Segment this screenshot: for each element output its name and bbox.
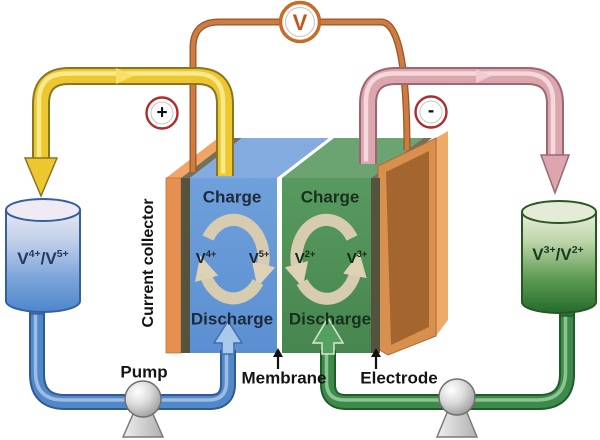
left-tank-p2: /V — [40, 248, 57, 268]
membrane-label: Membrane — [241, 368, 327, 388]
left-tank-label: V4+/V5+ — [17, 249, 68, 267]
cycle-arrows — [195, 213, 367, 305]
species-v2-base: V — [294, 250, 305, 267]
positive-terminal-label: + — [156, 102, 168, 124]
species-v3-label: V3+ — [346, 249, 368, 267]
right-pump-icon — [435, 378, 479, 438]
species-v5-sup: 5+ — [258, 249, 270, 259]
species-v3-sup: 3+ — [356, 249, 368, 259]
cell-box — [165, 131, 448, 356]
anolyte-inlet-arrow-icon — [311, 316, 345, 355]
circuit-wire — [189, 18, 411, 172]
species-v5-base: V — [248, 250, 259, 267]
yellow-pipe-arrowhead-icon — [23, 157, 59, 198]
pink-flow-chevron-icon — [476, 69, 491, 83]
pink-pipe — [359, 67, 571, 196]
membrane-pointer-icon — [273, 348, 283, 357]
species-v5-label: V5+ — [248, 249, 270, 267]
graphite-slab-face — [386, 151, 429, 345]
charge-arrow-left-icon — [202, 213, 276, 288]
green-halfcell-top-face — [282, 138, 423, 178]
label-pointers — [276, 356, 378, 369]
right-tank-s1: 3+ — [543, 244, 556, 257]
yellow-flow-chevron-icon — [116, 68, 133, 84]
right-tank-label: V3+/V2+ — [532, 245, 583, 263]
charge-label-left: Charge — [202, 187, 262, 207]
discharge-label-left: Discharge — [190, 309, 274, 329]
charge-label-right: Charge — [300, 187, 360, 207]
membrane-gap — [277, 178, 282, 353]
left-tank-s1: 4+ — [28, 248, 41, 261]
species-v4-label: V4+ — [195, 249, 217, 267]
negative-terminal-label: - — [427, 100, 435, 122]
electrode-strip-left — [181, 178, 190, 353]
electrode-pointer-icon — [371, 348, 381, 357]
charge-arrow-right-icon — [284, 213, 358, 288]
pink-pipe-arrowhead-icon — [539, 154, 571, 196]
yellow-pipe — [23, 67, 234, 198]
species-v2-sup: 2+ — [304, 249, 316, 259]
species-v4-base: V — [195, 250, 206, 267]
electrode-strip-right — [371, 178, 380, 353]
left-tank — [5, 198, 81, 315]
species-v4-sup: 4+ — [205, 249, 217, 259]
current-collector-label: Current collector — [140, 198, 157, 328]
discharge-arrow-right-icon — [296, 252, 367, 305]
species-v2-label: V2+ — [294, 249, 316, 267]
voltmeter-icon — [278, 0, 322, 44]
membrane-top-seam — [277, 138, 334, 178]
right-tank — [521, 200, 597, 317]
discharge-arrow-left-icon — [195, 255, 264, 305]
electrode-label: Electrode — [360, 368, 438, 388]
minus-terminal-icon — [414, 95, 448, 129]
voltmeter-label: V — [292, 10, 308, 35]
right-collector-side-face — [436, 131, 448, 336]
species-v3-base: V — [346, 250, 357, 267]
discharge-label-right: Discharge — [288, 309, 372, 329]
left-pump-icon — [121, 380, 165, 438]
left-tank-p1: V — [17, 248, 29, 268]
right-tank-p2: /V — [555, 244, 572, 264]
right-tank-p1: V — [532, 244, 544, 264]
plus-terminal-icon — [145, 96, 179, 130]
left-tank-s2: 5+ — [56, 248, 69, 261]
catholyte-inlet-arrow-icon — [212, 319, 244, 355]
current-collector-strip — [165, 177, 182, 354]
pump-label: Pump — [120, 362, 168, 382]
right-tank-s2: 2+ — [571, 244, 584, 257]
